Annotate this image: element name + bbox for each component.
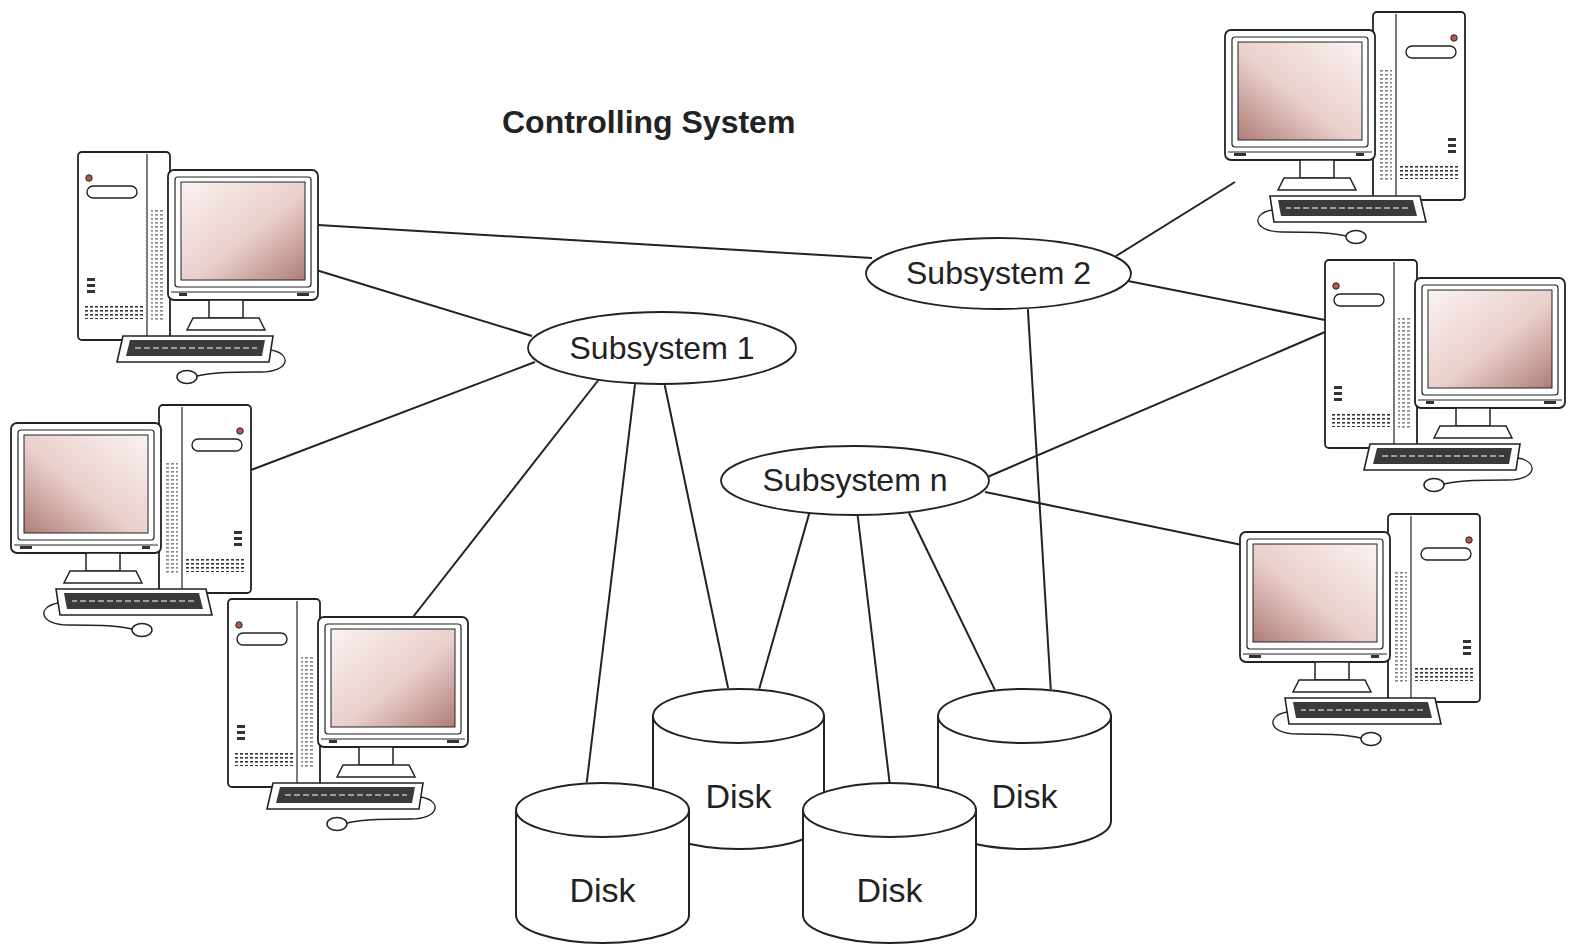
computer-icon [78,152,318,384]
disk-label: Disk [856,871,922,910]
connector-line [858,516,890,782]
subsystem-label: Subsystem 2 [906,255,1091,292]
disk-label: Disk [991,777,1057,816]
subsystem-label: Subsystem 1 [570,330,755,367]
connector-line [909,513,995,690]
connector-line [1028,309,1051,689]
disk-label: Disk [569,871,635,910]
computer-icon [228,599,468,831]
subsystem-label: Subsystem n [763,462,948,499]
connector-line [759,514,809,689]
system-boundary: Subsystem 1 Subsystem 2 Subsystem n Control… [480,88,1190,632]
group-heading: Controlling System [502,88,795,141]
subsystem-ellipse: Subsystem 1 [527,311,797,385]
subsystem-ellipse: Subsystem n [720,445,990,516]
connector-line [587,384,635,782]
disk-cylinder-outline [802,782,977,944]
connector-line [665,385,728,688]
computer-icon [1225,12,1465,244]
computer-icon [1240,514,1480,746]
disk-cylinder: Disk [515,782,690,944]
disk-cylinder: Disk [802,782,977,944]
computer-icon [1325,260,1565,492]
computer-icon [11,405,251,637]
disk-cylinder-outline [515,782,690,944]
subsystem-ellipse: Subsystem 2 [865,237,1132,310]
network-wires [238,182,1325,617]
disk-label: Disk [705,777,771,816]
